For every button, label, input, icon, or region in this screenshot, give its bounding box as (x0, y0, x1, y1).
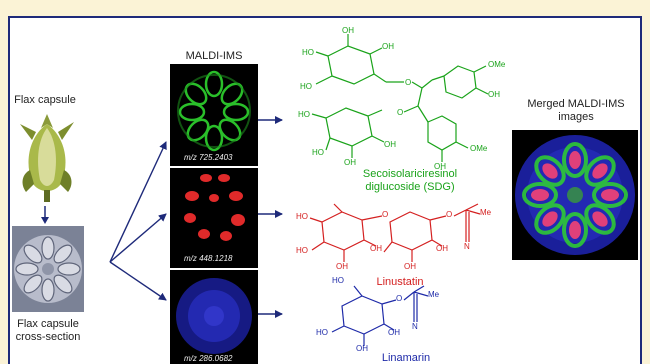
linamarin-atom-labels: HO HO OH OH O Me N (306, 276, 446, 353)
linustatin-name: Linustatin (376, 276, 424, 288)
lin-ho-1: HO (296, 212, 308, 221)
lnm-oh-1: OH (356, 344, 368, 353)
merged-maldi-image (512, 130, 638, 260)
sdg-ho-2: HO (300, 82, 312, 91)
merged-label-line2: images (558, 111, 594, 123)
lnm-o: O (396, 294, 403, 303)
cross-section-photo (12, 226, 84, 312)
cross-section-label-line1: Flax capsule (17, 318, 79, 330)
sdg-oh-3: OH (344, 158, 356, 167)
maldi-panel-green: m/z 725.2403 (170, 64, 258, 166)
branch-arrows (109, 116, 283, 318)
lin-oh-1: OH (336, 262, 348, 271)
down-arrow (41, 206, 49, 224)
lnm-ho-1: HO (332, 276, 344, 285)
maldi-blue-image (170, 270, 258, 364)
lin-o-1: O (382, 210, 389, 219)
lnm-me: Me (428, 290, 440, 299)
sdg-ome-2: OMe (470, 144, 488, 153)
sdg-ome-1: OMe (488, 60, 506, 69)
sdg-o-2: O (397, 108, 404, 117)
lin-ho-2: HO (296, 246, 308, 255)
sdg-ho-3: HO (298, 110, 310, 119)
maldi-panel-red: m/z 448.1218 (170, 168, 258, 268)
figure-frame: Flax capsule Flax capsule cross-sec (8, 16, 642, 364)
sdg-oh-5: OH (488, 90, 500, 99)
linamarin-structure (331, 285, 429, 346)
linustatin-atom-labels: HO HO OH OH O OH OH O Me N (286, 198, 506, 278)
lin-oh-2: OH (370, 244, 382, 253)
cross-section-label-line2: cross-section (15, 331, 81, 343)
cross-section-label: Flax capsule cross-section (10, 318, 86, 344)
flax-capsule-photo (16, 110, 78, 202)
merged-label-line1: Merged MALDI-IMS (527, 98, 625, 110)
maldi-green-image (170, 64, 258, 166)
lin-oh-4: OH (436, 244, 448, 253)
sdg-atom-labels: OH HO OH HO O HO O HO OH OH OMe OH OMe O… (286, 26, 526, 182)
sdg-oh-2: OH (382, 42, 394, 51)
lin-oh-3: OH (404, 262, 416, 271)
sdg-oh-4: OH (384, 140, 396, 149)
mz-label-blue: m/z 286.0682 (184, 354, 233, 363)
sdg-name-line2: diglucoside (SDG) (365, 181, 455, 193)
flax-capsule-label: Flax capsule (14, 94, 76, 106)
sdg-oh-1: OH (342, 26, 354, 35)
lnm-ho-2: HO (316, 328, 328, 337)
mz-label-red: m/z 448.1218 (184, 254, 233, 263)
sdg-name: Secoisolariciresinol diglucoside (SDG) (340, 168, 480, 194)
mz-label-green: m/z 725.2403 (184, 153, 233, 162)
maldi-red-image (170, 168, 258, 268)
lin-me: Me (480, 208, 492, 217)
lin-o-2: O (446, 210, 453, 219)
sdg-name-line1: Secoisolariciresinol (362, 168, 458, 180)
lnm-n: N (412, 322, 418, 331)
sdg-o-1: O (405, 78, 412, 87)
lnm-oh-2: OH (388, 328, 400, 337)
lin-n: N (464, 242, 470, 251)
sdg-oh-6: OH (434, 162, 446, 171)
sdg-ho-4: HO (312, 148, 324, 157)
linustatin-structure (309, 203, 481, 262)
sdg-structure (311, 34, 489, 162)
maldi-ims-label: MALDI-IMS (185, 50, 243, 62)
merged-label: Merged MALDI-IMS images (514, 98, 638, 124)
sdg-ho-1: HO (302, 48, 314, 57)
linamarin-name: Linamarin (381, 352, 431, 364)
maldi-panel-blue: m/z 286.0682 (170, 270, 258, 364)
